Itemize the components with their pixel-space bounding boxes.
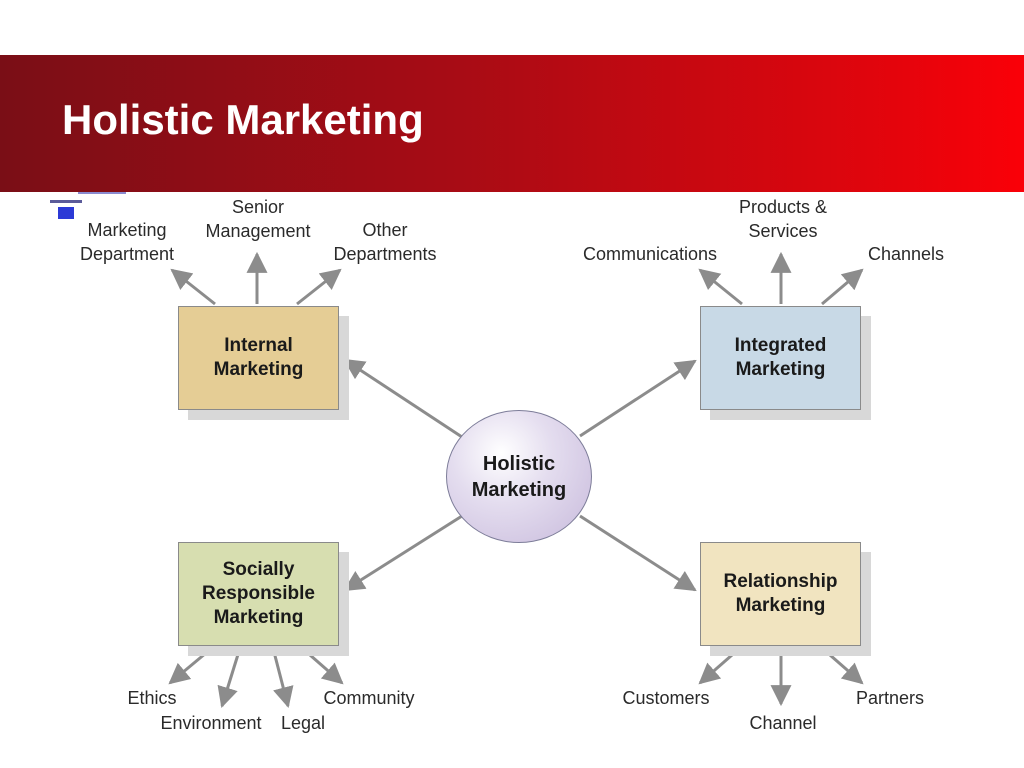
box-label: Integrated xyxy=(734,334,827,356)
arrow-to-community xyxy=(301,646,344,685)
label-other-departments: Other Departments xyxy=(333,218,436,266)
socially-responsible-marketing-box: Socially Responsible Marketing xyxy=(178,542,339,646)
label-senior-management: Senior Management xyxy=(205,195,310,243)
box-label: Socially xyxy=(222,558,295,580)
decorative-line xyxy=(78,192,126,194)
arrow-hub-to-integrated xyxy=(579,359,697,438)
label-line: Senior xyxy=(231,197,285,217)
arrow-to-partners xyxy=(821,646,864,685)
decorative-line xyxy=(50,200,82,203)
label-community: Community xyxy=(323,688,415,708)
label-line: Departments xyxy=(333,244,437,264)
box-label: Marketing xyxy=(213,607,304,629)
box-label: Relationship xyxy=(723,570,838,592)
label-line: Marketing xyxy=(87,220,167,240)
integrated-marketing-box: Integrated Marketing xyxy=(700,306,861,410)
label-ethics: Ethics xyxy=(127,688,177,708)
label-communications: Communications xyxy=(582,244,718,264)
label-legal: Legal xyxy=(280,713,326,733)
hub-label: Marketing xyxy=(471,478,567,501)
arrow-to-environment xyxy=(217,647,242,709)
label-environment: Environment xyxy=(160,713,262,733)
box-label: Marketing xyxy=(735,359,826,380)
slide-title: Holistic Marketing xyxy=(62,96,424,143)
label-customers: Customers xyxy=(622,688,710,708)
box-label: Marketing xyxy=(735,595,826,616)
arrow-to-communications xyxy=(698,268,743,306)
holistic-marketing-hub: Holistic Marketing xyxy=(446,410,592,543)
arrow-hub-to-relationship xyxy=(579,514,697,592)
arrow-to-channels xyxy=(821,268,864,306)
arrow-to-ethics xyxy=(168,646,213,685)
arrow-to-customers xyxy=(698,646,741,685)
label-marketing-department: Marketing Department xyxy=(80,218,174,266)
label-partners: Partners xyxy=(855,688,925,708)
label-line: Products & xyxy=(738,197,828,217)
arrow-hub-to-internal xyxy=(343,358,463,439)
label-line: Services xyxy=(748,221,818,241)
arrow-to-other-departments xyxy=(296,268,342,306)
box-label: Marketing xyxy=(213,359,304,380)
label-line: Department xyxy=(79,244,175,264)
label-products-services: Products & Services xyxy=(739,195,827,243)
title-bar xyxy=(0,55,1024,192)
label-line: Management xyxy=(205,221,311,241)
arrow-hub-to-social xyxy=(343,514,463,592)
label-line: Other xyxy=(362,220,408,240)
decorative-square xyxy=(58,207,74,219)
label-channels: Channels xyxy=(867,244,945,264)
box-label: Internal xyxy=(224,334,293,356)
label-channel: Channel xyxy=(749,713,817,733)
hub-label: Holistic xyxy=(482,452,556,475)
box-label: Responsible xyxy=(202,582,315,604)
arrow-to-legal xyxy=(271,647,294,709)
arrow-to-marketing-department xyxy=(170,268,216,306)
relationship-marketing-box: Relationship Marketing xyxy=(700,542,861,646)
internal-marketing-box: Internal Marketing xyxy=(178,306,339,410)
